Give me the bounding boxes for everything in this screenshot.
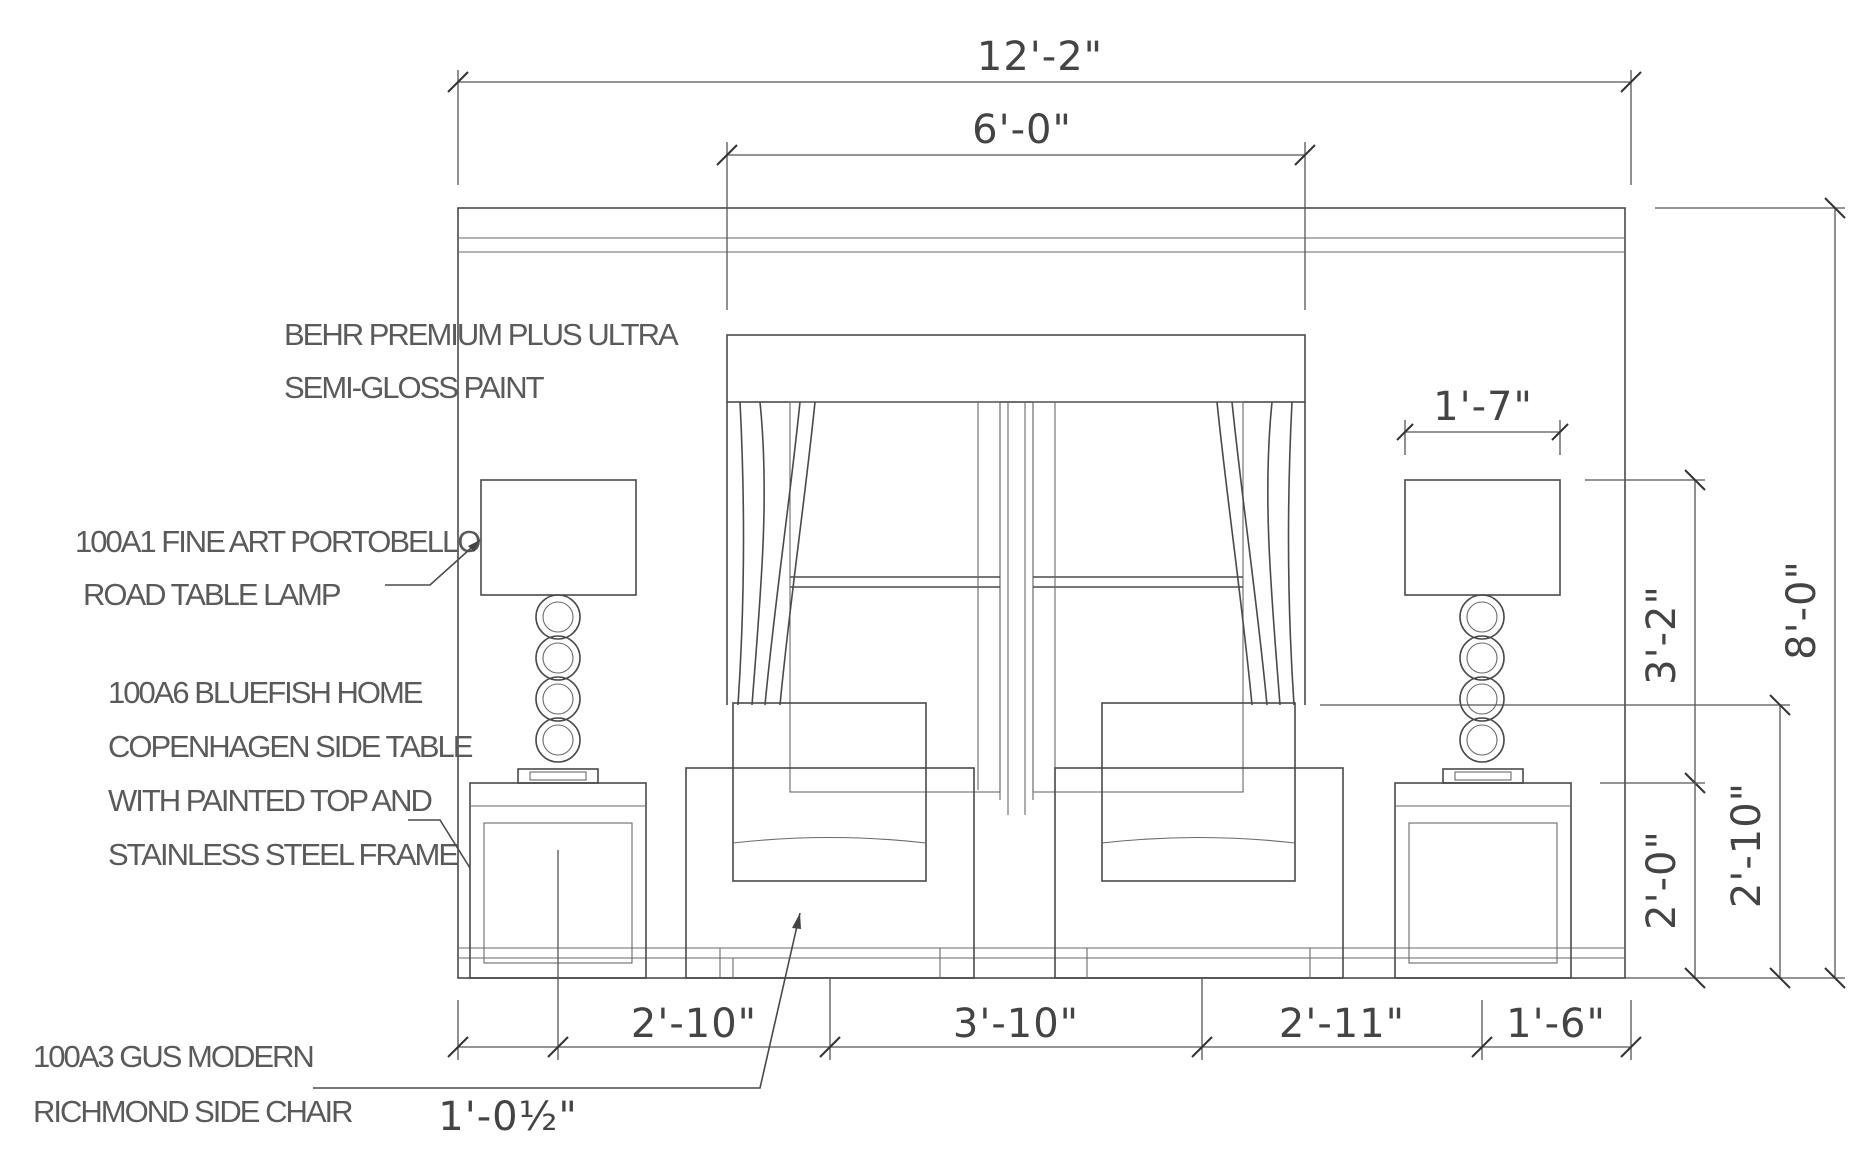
note-paint: BEHR PREMIUM PLUS ULTRA SEMI-GLOSS PAINT [284,317,681,405]
dimension-bottom-string [447,850,1642,1060]
window [726,334,1306,815]
window-width-label: 6'-0" [972,107,1072,153]
lamp-height-label: 3'-2" [1639,585,1685,685]
overall-width-label: 12'-2" [977,34,1103,80]
bottom-seg-1-label: 2'-10" [631,1001,757,1047]
bottom-seg-4-label: 1'-6" [1506,1001,1606,1047]
overall-height-label: 8'-0" [1779,560,1825,660]
note-table-line3: WITH PAINTED TOP AND [108,783,431,818]
bottom-seg-2-label: 3'-10" [953,1001,1079,1047]
dimension-overall-width [447,70,1642,185]
offset-left-label: 1'-0½" [438,1094,578,1140]
dimension-window-width [716,142,1316,310]
note-table-line1: 100A6 BLUEFISH HOME [108,675,423,710]
window-sill-height-label: 2'-10" [1724,782,1770,908]
note-table-line4: STAINLESS STEEL FRAME [108,837,458,872]
dimension-lamp-shade-width [1396,420,1569,455]
note-side-table: 100A6 BLUEFISH HOME COPENHAGEN SIDE TABL… [108,675,475,872]
side-table-height-label: 2'-0" [1639,830,1685,930]
right-side-table [1394,782,1572,979]
note-lamp-line2: ROAD TABLE LAMP [83,577,341,612]
note-paint-line2: SEMI-GLOSS PAINT [284,370,545,405]
right-side-chair [1054,702,1344,979]
right-table-lamp [1404,479,1561,784]
note-lamp-line1: 100A1 FINE ART PORTOBELLO [75,524,480,559]
bottom-seg-3-label: 2'-11" [1279,1001,1405,1047]
dimension-side-table-height [1600,782,1706,989]
dimension-window-sill-height [1320,694,1791,989]
note-chair-line1: 100A3 GUS MODERN [33,1039,313,1074]
note-table-lamp: 100A1 FINE ART PORTOBELLO ROAD TABLE LAM… [75,524,482,612]
note-paint-line1: BEHR PREMIUM PLUS ULTRA [284,317,679,352]
note-side-chair: 100A3 GUS MODERN RICHMOND SIDE CHAIR [33,912,801,1129]
dimension-overall-height [1625,197,1846,989]
note-table-line2: COPENHAGEN SIDE TABLE [108,729,473,764]
note-chair-line2: RICHMOND SIDE CHAIR [33,1094,352,1129]
left-table-lamp [480,479,637,784]
lamp-shade-width-label: 1'-7" [1433,384,1533,430]
left-side-chair [685,702,975,979]
